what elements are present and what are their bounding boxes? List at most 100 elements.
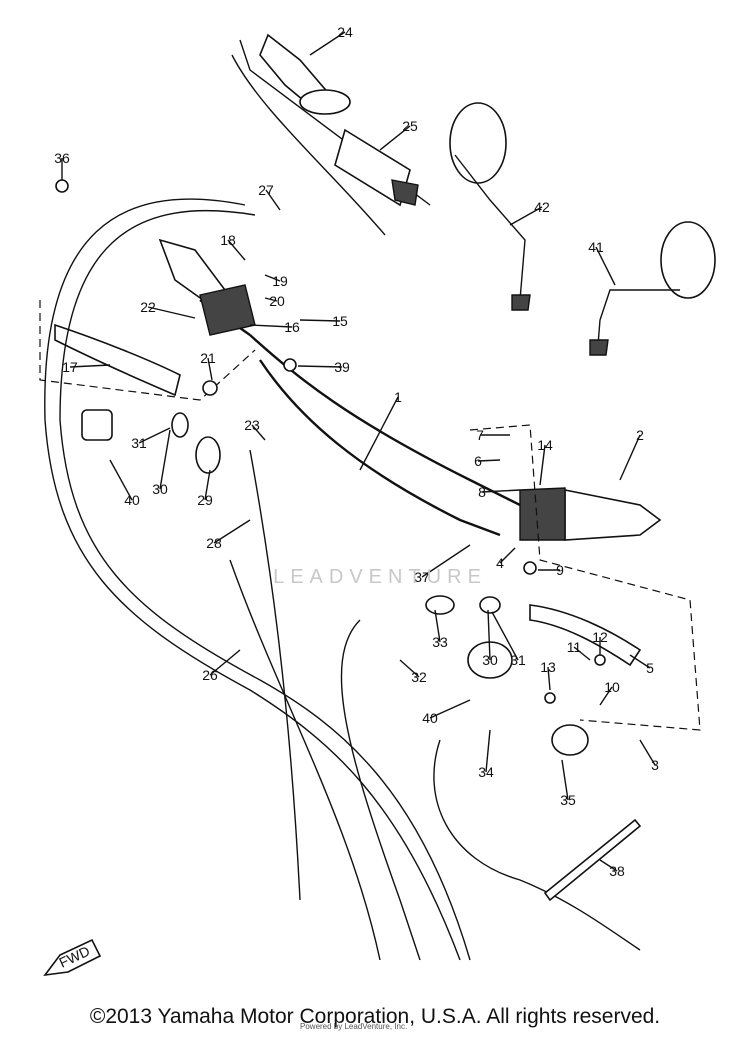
callout-30-b: 30 (482, 652, 498, 668)
cable-adjusters (55, 179, 606, 704)
callout-21: 21 (200, 350, 216, 366)
leader-5 (629, 654, 651, 669)
grip-right (519, 487, 662, 541)
callout-39: 39 (334, 359, 350, 375)
leader-25 (379, 125, 411, 151)
callout-37: 37 (414, 569, 430, 585)
leader-32 (399, 659, 420, 678)
callout-12: 12 (592, 629, 608, 645)
leader-29 (204, 469, 211, 501)
grip-left-top (259, 33, 351, 115)
leader-3 (639, 739, 656, 766)
callout-32: 32 (411, 669, 427, 685)
callout-30: 30 (152, 481, 168, 497)
clutch-lever-17 (54, 323, 181, 397)
callout-16: 16 (284, 319, 300, 335)
callout-36: 36 (54, 150, 70, 166)
leader-18 (227, 239, 246, 261)
callout-31: 31 (131, 435, 147, 451)
leader-14 (539, 444, 546, 486)
mirror-41 (589, 221, 716, 356)
callout-19: 19 (272, 273, 288, 289)
cables (44, 198, 641, 961)
parts-diagram: FWD 123456789101112131415161718192021222… (39, 24, 716, 977)
callout-5: 5 (646, 660, 654, 676)
leader-2 (619, 434, 641, 481)
callout-40: 40 (124, 492, 140, 508)
callout-28: 28 (206, 535, 222, 551)
cable-tie-38 (543, 818, 642, 902)
callout-6: 6 (474, 453, 482, 469)
callout-9: 9 (556, 562, 564, 578)
leader-34 (485, 729, 491, 773)
callout-42: 42 (534, 199, 550, 215)
leader-27 (265, 189, 281, 211)
leader-15 (299, 319, 341, 322)
callout-35: 35 (560, 792, 576, 808)
leader-13 (547, 666, 551, 691)
leader-30-b (487, 609, 491, 661)
leader-41 (595, 246, 616, 286)
callout-26: 26 (202, 667, 218, 683)
callout-27: 27 (258, 182, 274, 198)
leader-6 (477, 459, 501, 462)
callout-7: 7 (476, 427, 484, 443)
callout-17: 17 (62, 359, 78, 375)
leader-11 (573, 646, 591, 661)
leader-30 (159, 429, 171, 490)
leader-26 (209, 649, 241, 676)
callout-29: 29 (197, 492, 213, 508)
leader-lines (61, 31, 656, 872)
dealer-credit: Powered by LeadVenture, Inc. (300, 1022, 408, 1031)
callout-18: 18 (220, 232, 236, 248)
leader-31 (138, 427, 171, 444)
callout-13: 13 (540, 659, 556, 675)
callout-38: 38 (609, 863, 625, 879)
leader-8 (481, 489, 521, 493)
leader-1 (359, 396, 399, 471)
copyright-notice: ©2013 Yamaha Motor Corporation, U.S.A. A… (89, 1005, 661, 1028)
leader-21 (207, 357, 213, 381)
leader-24 (309, 31, 346, 56)
fwd-arrow-icon: FWD (43, 938, 102, 977)
grip-25 (334, 128, 419, 207)
callout-25: 25 (402, 118, 418, 134)
leader-42 (509, 206, 543, 226)
callout-40-b: 40 (422, 710, 438, 726)
callout-14: 14 (537, 437, 553, 453)
callout-labels: 1234567891011121314151617181920212223242… (54, 24, 659, 879)
callout-41: 41 (588, 239, 604, 255)
leader-16 (249, 324, 293, 328)
mirror-42 (449, 102, 531, 311)
callout-20: 20 (269, 293, 285, 309)
callout-34: 34 (478, 764, 494, 780)
callout-8: 8 (478, 484, 486, 500)
leader-28 (213, 519, 251, 544)
callout-10: 10 (604, 679, 620, 695)
callout-24: 24 (337, 24, 353, 40)
assembly-outline (39, 300, 701, 731)
callout-22: 22 (140, 299, 156, 315)
leader-40-b (429, 699, 471, 719)
leader-40 (109, 459, 133, 501)
leader-4 (499, 547, 516, 564)
watermark: LEADVENTURE (273, 566, 487, 588)
callout-33: 33 (432, 634, 448, 650)
leader-19 (264, 274, 281, 282)
leader-10 (599, 686, 613, 706)
callout-15: 15 (332, 313, 348, 329)
leader-33 (434, 609, 441, 643)
callout-3: 3 (651, 757, 659, 773)
leader-39 (297, 365, 343, 368)
leader-17 (69, 364, 111, 368)
leader-37 (421, 544, 471, 578)
leader-23 (251, 424, 266, 441)
callout-23: 23 (244, 417, 260, 433)
leader-35 (561, 759, 569, 801)
leader-22 (147, 306, 196, 319)
leader-20 (264, 297, 278, 302)
leader-38 (599, 859, 618, 872)
callout-31-b: 31 (510, 652, 526, 668)
callout-1: 1 (394, 389, 402, 405)
callout-2: 2 (636, 427, 644, 443)
